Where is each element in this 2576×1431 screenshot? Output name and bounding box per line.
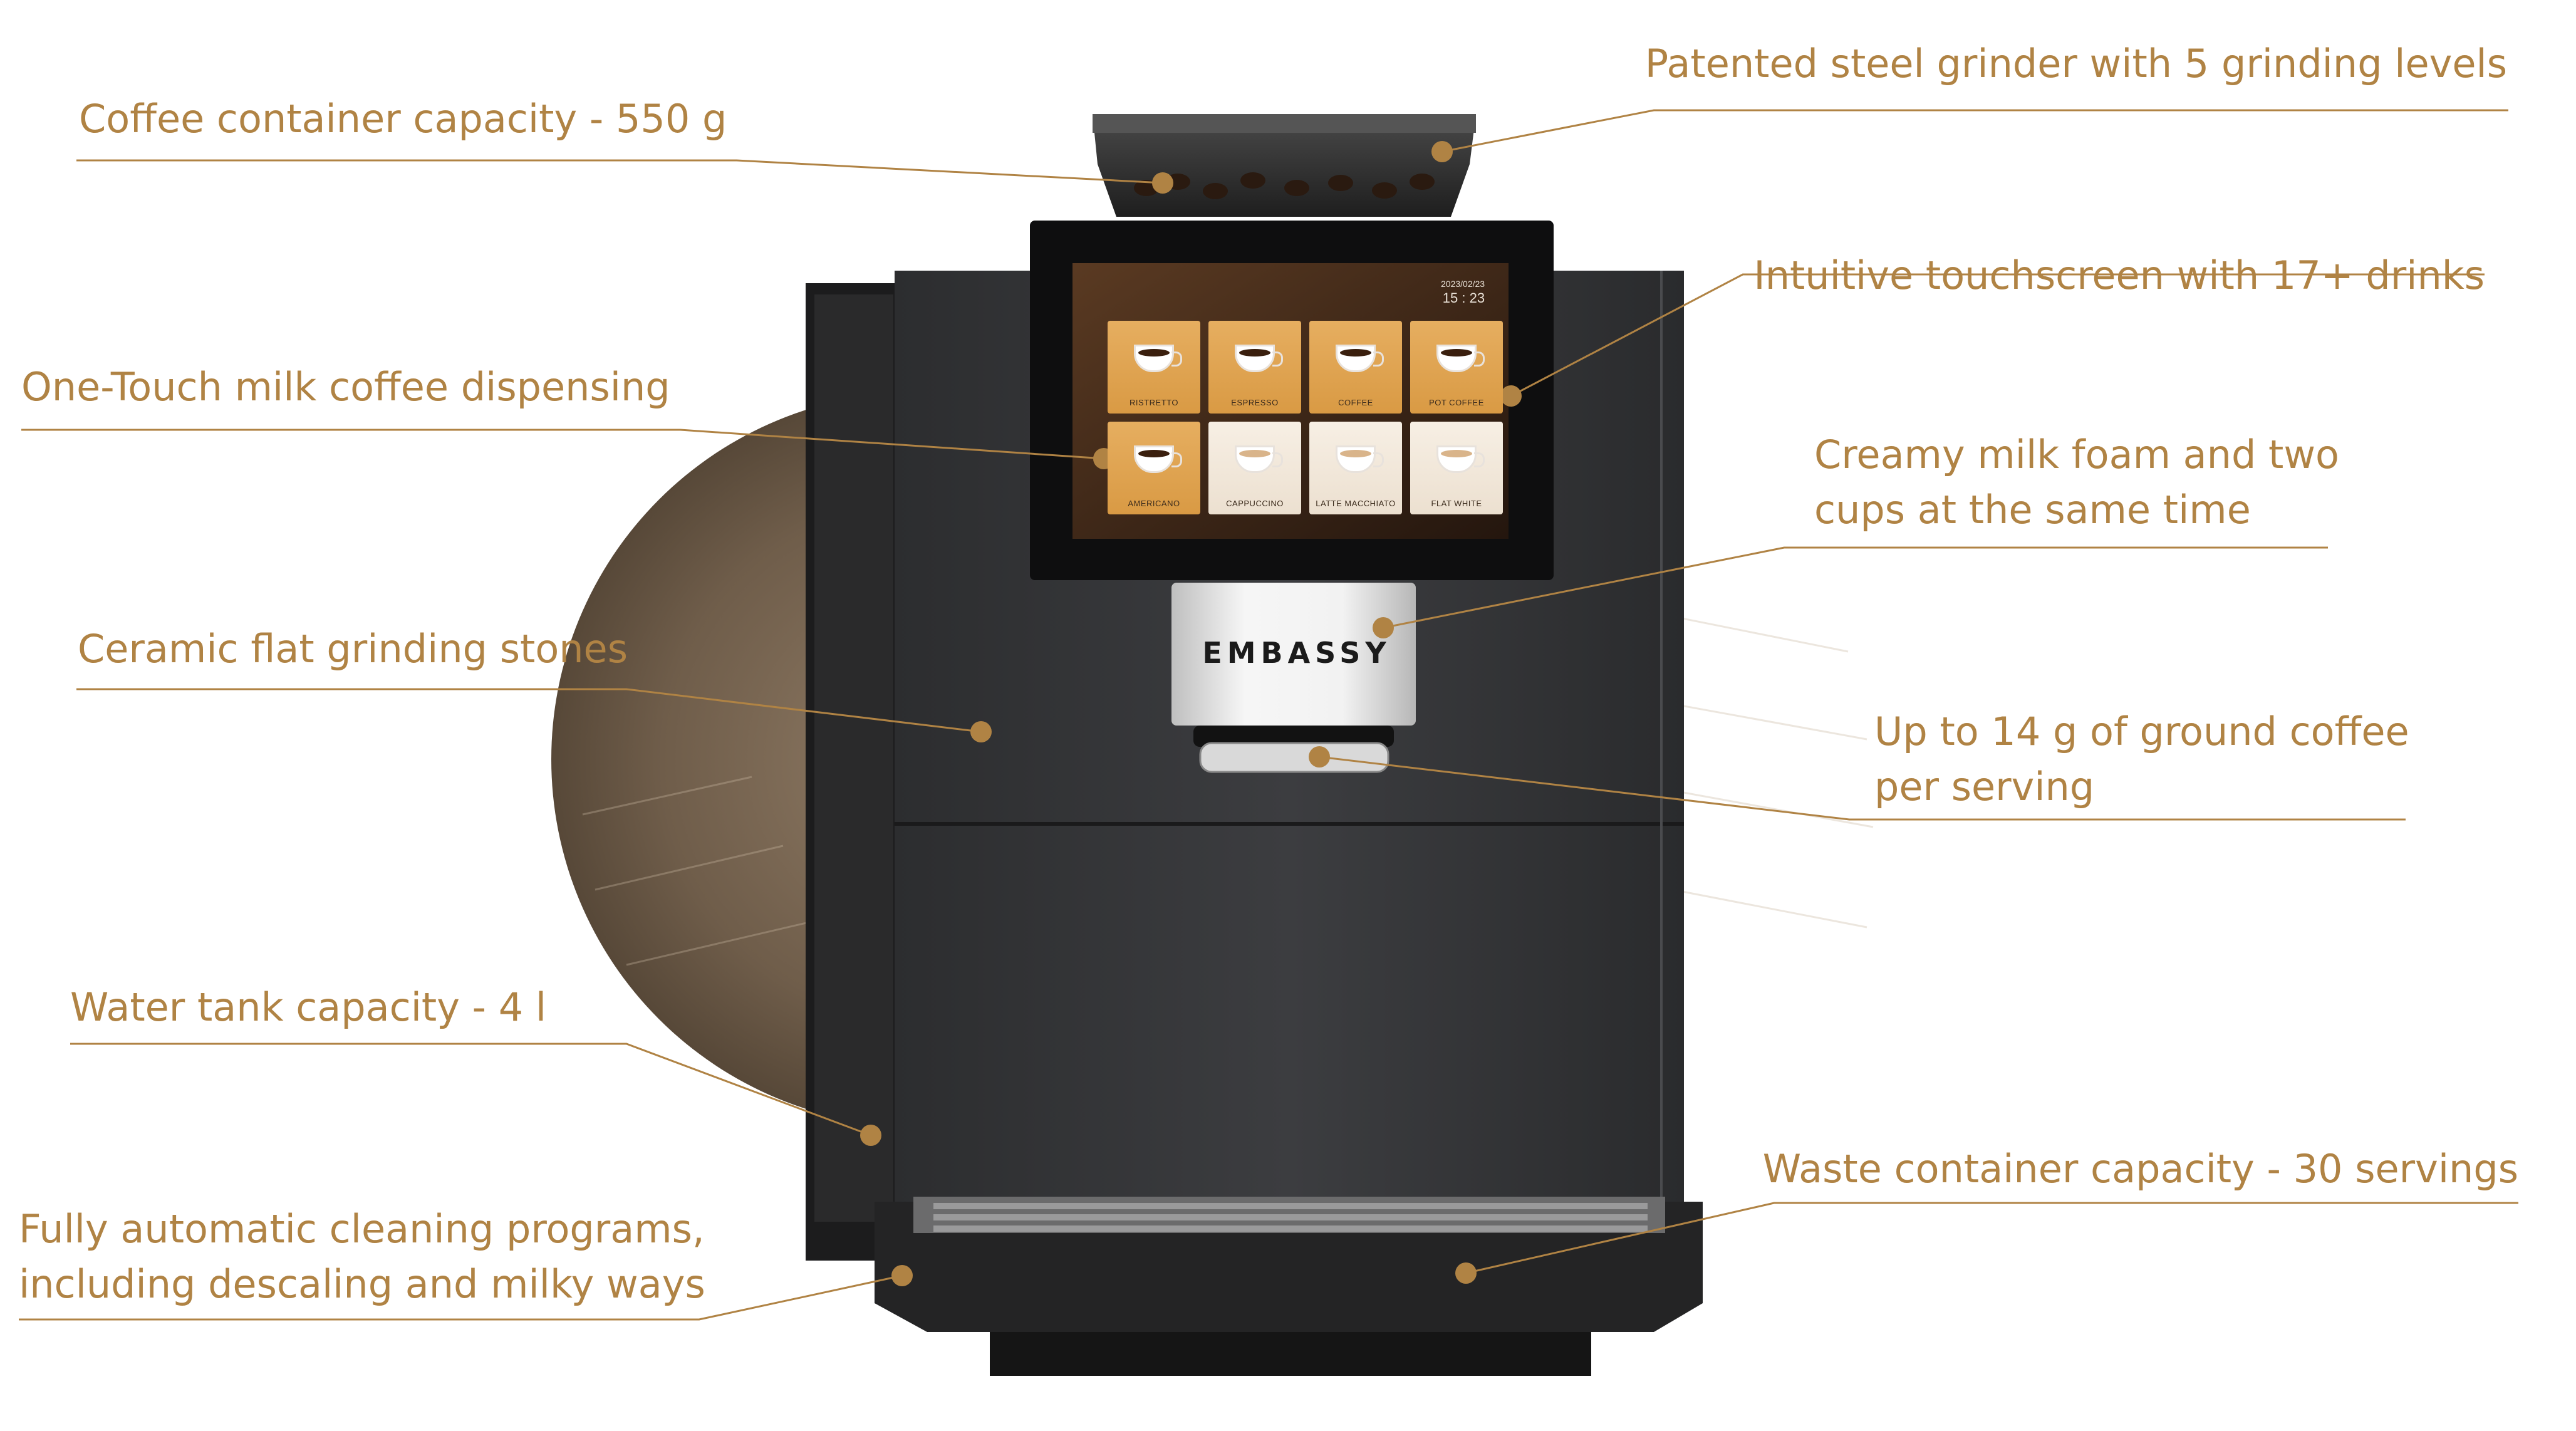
callout-line: Fully automatic cleaning programs, xyxy=(19,1206,705,1252)
drink-label: AMERICANO xyxy=(1128,499,1180,508)
callout-dot xyxy=(970,721,992,742)
machine-body-lower xyxy=(895,826,1684,1207)
coffee-cup-icon xyxy=(1436,445,1485,473)
callout-milk-foam: Creamy milk foam and two cups at the same… xyxy=(1814,427,2339,538)
callout-dot xyxy=(1431,141,1453,162)
drink-tile[interactable]: POT COFFEE xyxy=(1410,321,1503,414)
drip-tray xyxy=(875,1202,1703,1332)
coffee-cup-icon xyxy=(1336,445,1384,473)
city-texture xyxy=(582,613,1874,966)
callout-dot xyxy=(1373,617,1394,638)
callout-water-tank: Water tank capacity - 4 l xyxy=(70,980,546,1035)
callout-ground-coffee: Up to 14 g of ground coffee per serving xyxy=(1874,704,2409,814)
callout-waste: Waste container capacity - 30 servings xyxy=(1763,1142,2518,1197)
machine-base xyxy=(990,1332,1591,1376)
drink-label: RISTRETTO xyxy=(1130,398,1178,407)
callout-touchscreen: Intuitive touchscreen with 17+ drinks xyxy=(1753,248,2485,303)
drink-label: FLAT WHITE xyxy=(1431,499,1482,508)
callout-line: Ceramic flat grinding stones xyxy=(78,626,628,672)
screen-clock: 2023/02/23 15 : 23 xyxy=(1441,279,1485,306)
callout-line: Intuitive touchscreen with 17+ drinks xyxy=(1753,252,2485,298)
callout-lines xyxy=(19,109,2518,1321)
drink-tile[interactable]: CAPPUCCINO xyxy=(1208,422,1301,514)
coffee-cup-icon xyxy=(1235,345,1283,372)
drink-label: COFFEE xyxy=(1338,398,1373,407)
coffee-cup-icon xyxy=(1336,345,1384,372)
callout-dot xyxy=(860,1125,881,1146)
callout-line: One-Touch milk coffee dispensing xyxy=(21,364,670,410)
callout-line: Creamy milk foam and two xyxy=(1814,432,2339,477)
coffee-cup-icon xyxy=(1235,445,1283,473)
callout-ceramic: Ceramic flat grinding stones xyxy=(78,622,628,677)
coffee-cup-icon xyxy=(1436,345,1485,372)
callout-dot xyxy=(1309,746,1330,768)
drink-tile[interactable]: LATTE MACCHIATO xyxy=(1309,422,1402,514)
callout-dot xyxy=(1152,172,1173,194)
coffee-cup-icon xyxy=(1134,345,1182,372)
callout-line: Water tank capacity - 4 l xyxy=(70,984,547,1030)
callout-grinder: Patented steel grinder with 5 grinding l… xyxy=(1645,36,2507,91)
screen-date: 2023/02/23 xyxy=(1441,279,1485,289)
coffee-spout xyxy=(1171,583,1416,726)
drink-label: ESPRESSO xyxy=(1231,398,1279,407)
callout-line: per serving xyxy=(1874,764,2095,809)
drink-tile[interactable]: FLAT WHITE xyxy=(1410,422,1503,514)
drink-label: POT COFFEE xyxy=(1429,398,1484,407)
drink-label: LATTE MACCHIATO xyxy=(1316,499,1396,508)
callout-line: Up to 14 g of ground coffee xyxy=(1874,709,2409,754)
callout-line: Coffee container capacity - 550 g xyxy=(79,96,727,142)
callout-one-touch: One-Touch milk coffee dispensing xyxy=(21,360,670,415)
drink-tile[interactable]: RISTRETTO xyxy=(1108,321,1200,414)
drink-label: CAPPUCCINO xyxy=(1226,499,1284,508)
coffee-cup-icon xyxy=(1134,445,1182,473)
callout-line: Waste container capacity - 30 servings xyxy=(1762,1146,2518,1192)
callout-dot xyxy=(891,1265,913,1286)
callout-line: including descaling and milky ways xyxy=(19,1261,705,1307)
callout-dot xyxy=(1455,1262,1477,1284)
callout-dot xyxy=(1500,385,1522,407)
callout-coffee-container: Coffee container capacity - 550 g xyxy=(79,91,727,147)
screen-time: 15 : 23 xyxy=(1442,290,1485,306)
drink-tile[interactable]: ESPRESSO xyxy=(1208,321,1301,414)
drink-tile[interactable]: COFFEE xyxy=(1309,321,1402,414)
drink-menu-grid: RISTRETTO ESPRESSO COFFEE POT COFFEE AMERICA… xyxy=(1108,321,1509,514)
callout-cleaning: Fully automatic cleaning programs, includ… xyxy=(19,1202,705,1312)
callout-line: cups at the same time xyxy=(1814,487,2251,533)
callout-line: Patented steel grinder with 5 grinding l… xyxy=(1644,41,2507,86)
brand-logo: EMBASSY xyxy=(1202,636,1391,670)
drink-tile[interactable]: AMERICANO xyxy=(1108,422,1200,514)
